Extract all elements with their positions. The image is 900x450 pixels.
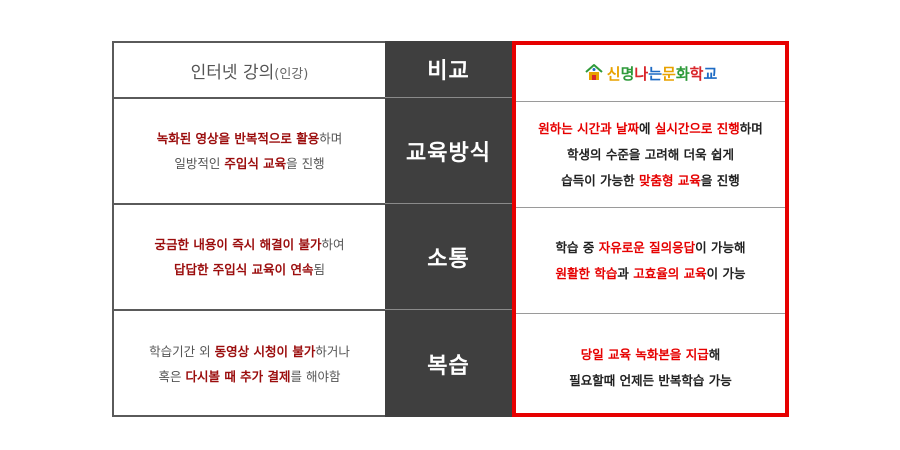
brand-char: 교 bbox=[703, 64, 718, 83]
brand-char: 나 bbox=[634, 64, 649, 83]
plain-text: 학습기간 외 bbox=[149, 344, 215, 359]
emphasis-text: 자유로운 질의응답 bbox=[598, 239, 696, 255]
cell-line: 혹은 다시볼 때 추가 결제를 해야함 bbox=[158, 364, 340, 389]
cell-line: 녹화된 영상을 반복적으로 활용하며 bbox=[157, 126, 343, 151]
compare-header: 비교 bbox=[385, 41, 512, 97]
brand-char: 신 bbox=[606, 64, 621, 83]
plain-text: 해 bbox=[708, 346, 721, 362]
brand-char: 학 bbox=[689, 64, 704, 83]
category-label: 소통 bbox=[427, 246, 470, 272]
cell-line: 답답한 주입식 교육이 연속됨 bbox=[174, 257, 325, 282]
plain-text: 습득이 가능한 bbox=[561, 172, 639, 188]
category-column: 비교 교육방식 소통 복습 bbox=[385, 41, 512, 417]
plain-text: 을 진행 bbox=[700, 172, 740, 188]
emphasis-text: 다시볼 때 추가 결제 bbox=[185, 369, 291, 384]
plain-text: 혹은 bbox=[158, 369, 186, 384]
emphasis-text: 답답한 주입식 교육이 연속 bbox=[173, 262, 314, 277]
emphasis-text: 당일 교육 녹화본을 지급 bbox=[580, 346, 709, 362]
brand-name: 신명나는문화학교 bbox=[607, 63, 718, 84]
emphasis-text: 원활한 학습 bbox=[555, 265, 618, 281]
plain-text: 필요할때 언제든 반복학습 가능 bbox=[569, 372, 732, 388]
plain-text: 하며 bbox=[319, 131, 343, 146]
plain-text: 에 bbox=[638, 120, 655, 136]
category-method: 교육방식 bbox=[385, 97, 512, 203]
brand-header: 신명나는문화학교 bbox=[516, 45, 785, 101]
cell-line: 일방적인 주입식 교육을 진행 bbox=[174, 151, 324, 176]
brand-char: 는 bbox=[648, 64, 662, 83]
category-communication: 소통 bbox=[385, 203, 512, 309]
online-lecture-header: 인터넷 강의(인강) bbox=[114, 41, 385, 97]
emphasis-text: 고효율의 교육 bbox=[633, 265, 707, 281]
cell-line: 원활한 학습과 고효율의 교육이 가능 bbox=[556, 261, 746, 287]
emphasis-text: 궁금한 내용이 즉시 해결이 불가 bbox=[154, 237, 322, 252]
cell-line: 습득이 가능한 맞춤형 교육을 진행 bbox=[561, 168, 739, 194]
online-lecture-abbr: (인강) bbox=[274, 66, 309, 82]
emphasis-text: 녹화된 영상을 반복적으로 활용 bbox=[156, 131, 320, 146]
plain-text: 과 bbox=[617, 265, 634, 281]
plain-text: 이 가능 bbox=[706, 265, 746, 281]
plain-text: 하여 bbox=[321, 237, 345, 252]
online-lecture-title: 인터넷 강의 bbox=[190, 62, 275, 83]
emphasis-text: 동영상 시청이 불가 bbox=[214, 344, 316, 359]
cell-line: 당일 교육 녹화본을 지급해 bbox=[581, 342, 721, 368]
cell-line: 원하는 시간과 날짜에 실시간으로 진행하며 bbox=[538, 116, 762, 142]
cell-line: 학습기간 외 동영상 시청이 불가하거나 bbox=[149, 339, 350, 364]
brand-char: 화 bbox=[675, 64, 690, 83]
emphasis-text: 맞춤형 교육 bbox=[639, 172, 701, 188]
plain-text: 하거나 bbox=[315, 344, 350, 359]
plain-text: 학생의 수준을 고려해 더욱 쉽게 bbox=[567, 146, 734, 162]
compare-label: 비교 bbox=[427, 59, 470, 84]
cell-line: 필요할때 언제든 반복학습 가능 bbox=[569, 368, 732, 394]
plain-text: 이 가능해 bbox=[695, 239, 746, 255]
emphasis-text: 실시간으로 진행 bbox=[654, 120, 740, 136]
category-label: 복습 bbox=[427, 353, 470, 379]
plain-text: 를 해야함 bbox=[290, 369, 341, 384]
house-book-icon bbox=[585, 64, 603, 80]
plain-text: 일방적인 bbox=[174, 156, 225, 171]
brand-char: 명 bbox=[620, 64, 635, 83]
cell-line: 궁금한 내용이 즉시 해결이 불가하여 bbox=[155, 232, 345, 257]
plain-text: 을 진행 bbox=[286, 156, 325, 171]
plain-text: 학습 중 bbox=[555, 239, 599, 255]
brand-logo: 신명나는문화학교 bbox=[584, 63, 718, 84]
emphasis-text: 주입식 교육 bbox=[224, 156, 287, 171]
brand-char: 문 bbox=[662, 64, 676, 83]
cell-line: 학습 중 자유로운 질의응답이 가능해 bbox=[556, 235, 746, 261]
category-label: 교육방식 bbox=[406, 140, 491, 166]
plain-text: 하며 bbox=[739, 120, 763, 136]
emphasis-text: 원하는 시간과 날짜 bbox=[538, 120, 639, 136]
cell-line: 학생의 수준을 고려해 더욱 쉽게 bbox=[567, 142, 734, 168]
category-review: 복습 bbox=[385, 309, 512, 417]
plain-text: 됨 bbox=[313, 262, 326, 277]
